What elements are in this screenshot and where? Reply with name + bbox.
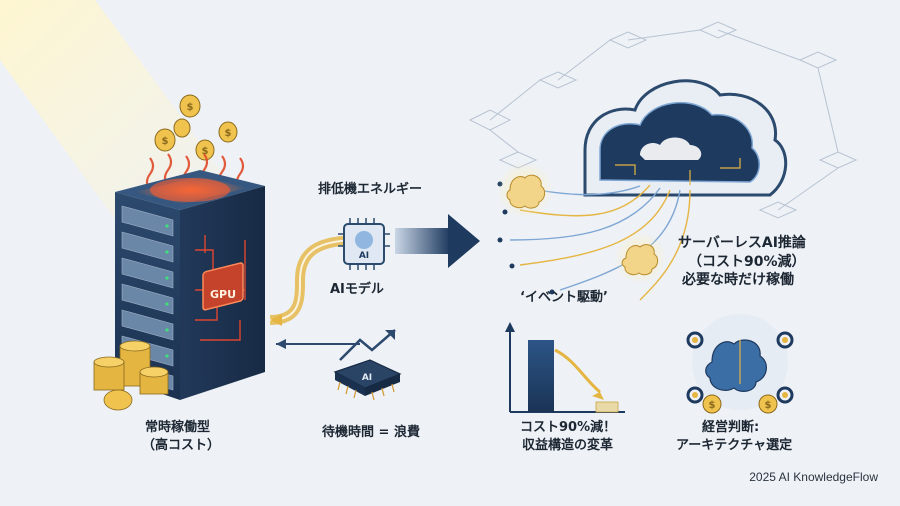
cloud-platform <box>583 79 788 197</box>
energy-label: 排低機エネルギー <box>318 182 423 197</box>
gear-icon <box>686 331 794 404</box>
gear-teeth <box>692 337 788 398</box>
svg-text:$: $ <box>709 400 716 411</box>
decision-subtitle: アーキテクチャ選定 <box>676 438 793 453</box>
coin-stacks <box>93 340 169 411</box>
ai-model-label: AIモデル <box>330 282 384 297</box>
ai-model-chip <box>338 218 390 270</box>
serverless-title: サーバーレスAI推論 <box>678 235 806 251</box>
coin-icon: $ $ <box>702 394 778 414</box>
network-background <box>468 21 858 219</box>
idle-ai-chip-label: AI <box>362 373 372 383</box>
cost-reduction-chart <box>505 322 625 413</box>
event-driven-label: ‘イベント駆動’ <box>520 290 608 305</box>
always-on-subtitle: （高コスト） <box>142 438 221 453</box>
svg-text:$: $ <box>765 400 772 411</box>
svg-text:$: $ <box>162 136 169 147</box>
idle-waste-label: 待機時間 = 浪費 <box>322 425 420 440</box>
svg-text:$: $ <box>225 128 232 139</box>
energy-swirl-arrow <box>269 235 361 349</box>
always-on-title: 常時稼働型 <box>145 420 211 435</box>
gpu-label: GPU <box>210 288 236 301</box>
footer-credit: 2025 AI KnowledgeFlow <box>749 470 878 484</box>
svg-text:$: $ <box>202 146 209 157</box>
main-flow-arrow <box>395 214 480 268</box>
cost-cut-title: コスト90%減！ <box>520 420 617 435</box>
idle-ai-chip <box>333 329 402 401</box>
serverless-cost: （コスト90%減） <box>688 254 806 270</box>
gpu-chip <box>202 262 244 311</box>
decision-title: 経営判断: <box>702 420 760 435</box>
cost-cut-subtitle: 収益構造の変革 <box>522 438 614 453</box>
brain-icon <box>497 162 666 284</box>
decision-brain-icon <box>692 314 788 410</box>
serverless-ondemand: 必要な時だけ稼働 <box>682 272 794 288</box>
svg-text:$: $ <box>187 102 194 113</box>
falling-coins <box>154 94 238 161</box>
ai-model-chip-label: AI <box>359 251 369 261</box>
